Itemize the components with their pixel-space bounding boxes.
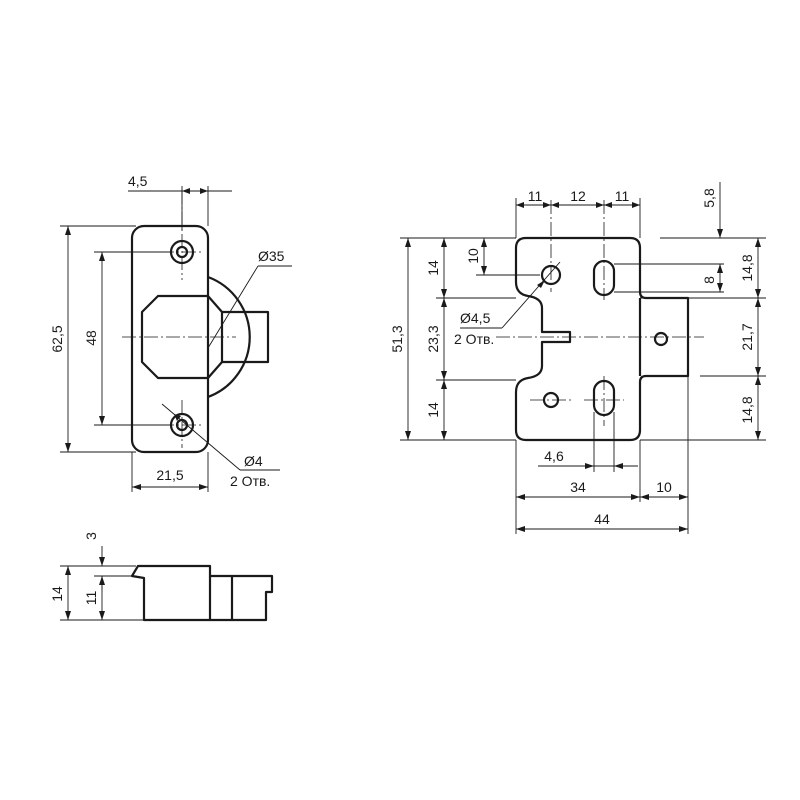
dim-hole-top: 10 xyxy=(465,248,481,264)
dim-hole-diameter: Ø4,5 xyxy=(460,310,491,326)
dim-body: 11 xyxy=(83,591,99,606)
dim-hole-diameter: Ø4 xyxy=(244,453,263,469)
cup-inner-pocket xyxy=(140,294,224,380)
dim-offset: 4,5 xyxy=(128,173,148,189)
mounting-plate-outline xyxy=(514,236,690,442)
dim-total-height: 62,5 xyxy=(49,325,65,352)
dim-slot: 8 xyxy=(701,276,717,284)
dim-flange: 3 xyxy=(83,532,99,540)
dim-hole-spacing: 48 xyxy=(83,330,99,346)
dim-hole-count: 2 Отв. xyxy=(454,331,494,347)
dim-slot-width: 4,6 xyxy=(544,448,564,464)
cup-side-view: 14 3 11 xyxy=(49,532,274,622)
dim-cup-diameter: Ø35 xyxy=(258,248,285,264)
mounting-plate-view: 11 12 11 5,8 10 8 14 23,3 xyxy=(389,182,766,534)
hinge-arm-stub xyxy=(222,310,270,364)
cup-flange-outline xyxy=(130,224,210,454)
dim-right-upper: 14,8 xyxy=(739,254,755,281)
cup-side-outline xyxy=(130,564,274,622)
dim-body-width: 34 xyxy=(570,479,586,495)
dim-hole-count: 2 Отв. xyxy=(230,473,270,489)
dim-right-center: 21,7 xyxy=(739,323,755,350)
dim-col-1: 11 xyxy=(528,188,543,204)
dim-col-2: 12 xyxy=(570,188,586,204)
dim-width: 21,5 xyxy=(156,467,183,483)
cup-bowl-outline xyxy=(207,275,251,399)
dim-lower-wing: 14 xyxy=(425,402,441,418)
dim-right-lower: 14,8 xyxy=(739,396,755,423)
dim-upper-wing: 14 xyxy=(425,260,441,276)
dim-total-depth: 14 xyxy=(49,586,65,602)
dim-center-band: 23,3 xyxy=(425,325,441,352)
dim-tongue: 10 xyxy=(656,479,672,495)
dim-total-width: 44 xyxy=(594,511,610,527)
dim-total-height: 51,3 xyxy=(389,325,405,352)
cup-front-view: 4,5 Ø35 62,5 48 21,5 Ø4 2 Отв. xyxy=(49,173,292,492)
dim-col-3: 11 xyxy=(615,188,630,204)
plate-hole-tongue xyxy=(653,331,669,347)
dim-top-offset: 5,8 xyxy=(701,188,717,208)
